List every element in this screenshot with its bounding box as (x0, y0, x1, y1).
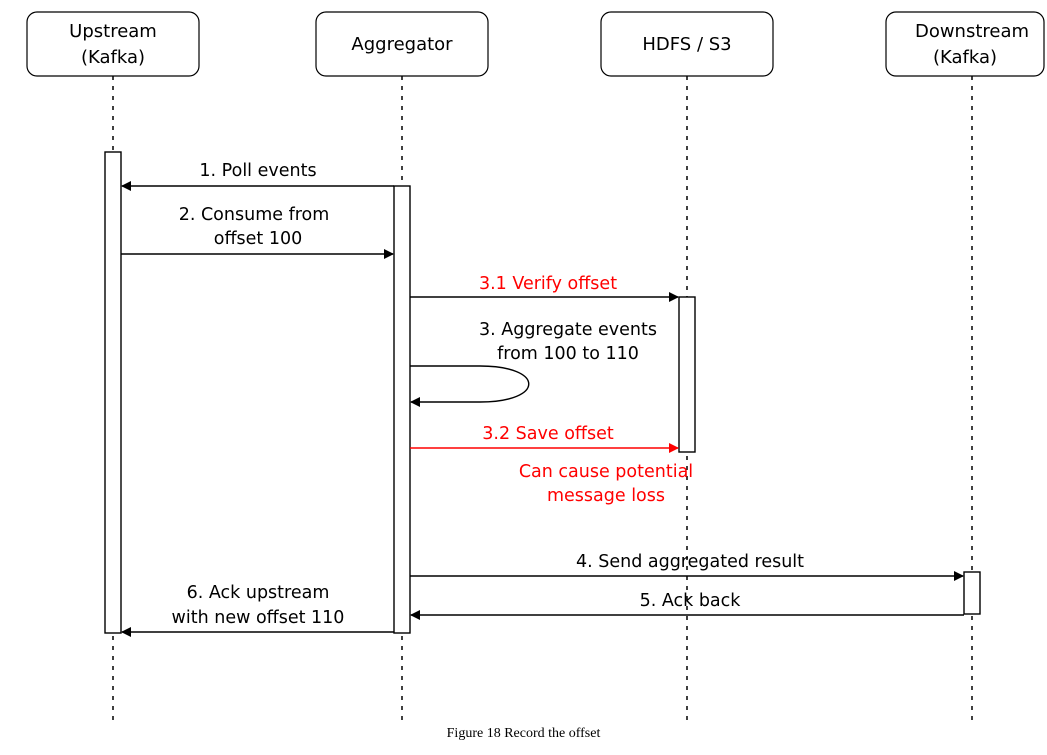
label-aggregate-line1: 3. Aggregate events (479, 320, 657, 340)
label-consume-line2: offset 100 (214, 229, 302, 249)
note-message-loss-line2: message loss (547, 486, 665, 506)
arrow-aggregate-self (410, 365, 530, 407)
participant-storage: HDFS / S3 (600, 11, 774, 77)
label-ack-upstream-line2: with new offset 110 (172, 608, 345, 628)
participant-aggregator: Aggregator (315, 11, 489, 77)
participant-storage-name: HDFS / S3 (642, 34, 731, 55)
participant-upstream: Upstream (Kafka) (26, 11, 200, 77)
participant-aggregator-name: Aggregator (351, 34, 453, 55)
participant-downstream-type: (Kafka) (933, 47, 997, 68)
activation-downstream (963, 571, 981, 615)
participant-downstream-name: Downstream (915, 21, 1029, 42)
figure-caption: Figure 18 Record the offset (446, 726, 601, 741)
label-ack-upstream-line1: 6. Ack upstream (187, 583, 330, 603)
label-consume-line1: 2. Consume from (179, 205, 330, 225)
participant-upstream-name: Upstream (69, 21, 157, 42)
label-aggregate-line2: from 100 to 110 (497, 344, 639, 364)
activation-aggregator (393, 185, 411, 634)
sequence-diagram: Upstream (Kafka) Aggregator HDFS / S3 Do… (26, 11, 1045, 720)
label-save-offset: 3.2 Save offset (482, 424, 614, 444)
label-poll-events: 1. Poll events (199, 161, 316, 181)
label-send-result: 4. Send aggregated result (576, 552, 804, 572)
label-ack-back: 5. Ack back (640, 591, 742, 611)
participant-upstream-type: (Kafka) (81, 47, 145, 68)
activation-upstream (104, 151, 122, 634)
participant-downstream: Downstream (Kafka) (885, 11, 1045, 77)
note-message-loss-line1: Can cause potential (519, 462, 693, 482)
activation-storage (678, 296, 696, 453)
label-verify-offset: 3.1 Verify offset (479, 274, 617, 294)
